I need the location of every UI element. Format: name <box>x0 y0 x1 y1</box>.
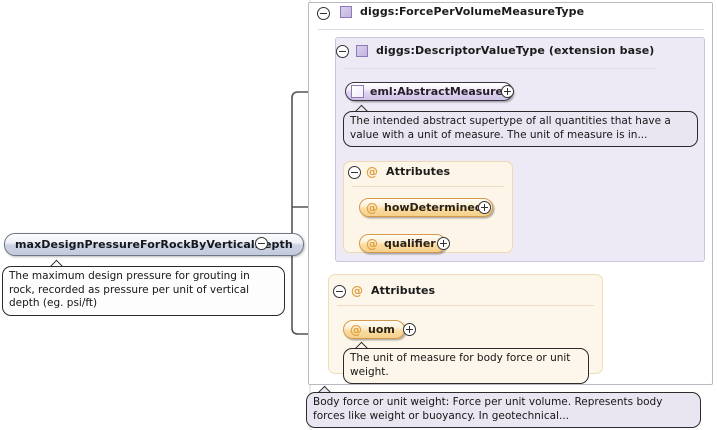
inherited-attributes-collapse-toggle[interactable] <box>348 166 361 179</box>
inherited-attributes-divider <box>352 186 504 187</box>
inherited-attributes-header: @ Attributes <box>366 165 450 178</box>
abstract-element-icon <box>351 85 364 98</box>
attribute-chip-uom[interactable]: @ uom <box>343 320 405 339</box>
outer-type-annotation: Body force or unit weight: Force per uni… <box>306 392 701 428</box>
abstract-element-expand-toggle[interactable] <box>501 85 514 98</box>
extension-base-divider <box>343 68 655 69</box>
attribute-label: howDetermined <box>384 201 483 214</box>
attribute-label: uom <box>368 323 395 336</box>
outer-type-collapse-toggle[interactable] <box>317 7 330 20</box>
at-icon: @ <box>351 283 363 298</box>
extension-base-header: diggs:DescriptorValueType (extension bas… <box>356 44 654 57</box>
at-icon: @ <box>366 164 378 179</box>
own-attributes-divider <box>337 305 594 306</box>
attribute-howdetermined-expand-toggle[interactable] <box>478 201 491 214</box>
abstract-element-annotation: The intended abstract supertype of all q… <box>343 111 698 147</box>
root-element-annotation: The maximum design pressure for grouting… <box>2 266 285 316</box>
root-element-pill[interactable]: maxDesignPressureForRockByVerticalDepth <box>4 233 304 256</box>
attribute-uom-expand-toggle[interactable] <box>403 323 416 336</box>
root-element-collapse-toggle[interactable] <box>255 237 268 250</box>
attribute-chip-howdetermined[interactable]: @ howDetermined <box>359 198 493 217</box>
outer-type-header: diggs:ForcePerVolumeMeasureType <box>340 5 584 18</box>
outer-type-label: diggs:ForcePerVolumeMeasureType <box>360 5 585 18</box>
extension-base-label: diggs:DescriptorValueType (extension bas… <box>376 44 655 57</box>
outer-type-divider <box>318 29 704 30</box>
attribute-label: qualifier <box>384 237 436 250</box>
complex-type-square-icon <box>356 44 368 57</box>
uom-annotation: The unit of measure for body force or un… <box>343 348 589 384</box>
extension-base-collapse-toggle[interactable] <box>336 45 349 58</box>
complex-type-square-icon <box>340 5 352 18</box>
abstract-element-label: eml:AbstractMeasure <box>370 85 504 98</box>
inherited-attributes-label: Attributes <box>386 165 451 178</box>
attribute-qualifier-expand-toggle[interactable] <box>437 237 450 250</box>
own-attributes-header: @ Attributes <box>351 284 435 297</box>
own-attributes-label: Attributes <box>371 284 436 297</box>
at-icon: @ <box>366 236 378 251</box>
at-icon: @ <box>366 200 378 215</box>
at-icon: @ <box>350 322 362 337</box>
root-element-label: maxDesignPressureForRockByVerticalDepth <box>15 238 293 251</box>
own-attributes-collapse-toggle[interactable] <box>333 285 346 298</box>
abstract-element-chip[interactable]: eml:AbstractMeasure <box>345 82 514 101</box>
attribute-chip-qualifier[interactable]: @ qualifier <box>359 234 446 253</box>
